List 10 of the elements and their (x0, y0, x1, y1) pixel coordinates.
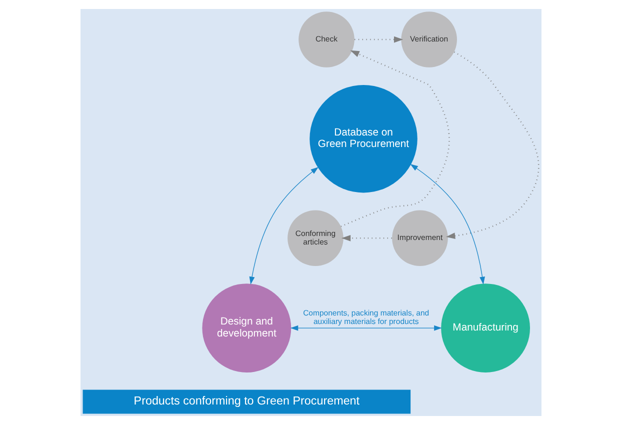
arrow (340, 234, 392, 241)
arrow (446, 50, 539, 238)
node-circle: Manufacturing (440, 283, 530, 372)
arrow (290, 324, 442, 330)
node-circle: Design and development (202, 283, 291, 372)
arrow (340, 50, 450, 227)
arrow (354, 36, 403, 42)
arrow (410, 164, 484, 284)
arrow (248, 166, 318, 284)
node-box: Products conforming to Green Procurement (82, 389, 410, 414)
